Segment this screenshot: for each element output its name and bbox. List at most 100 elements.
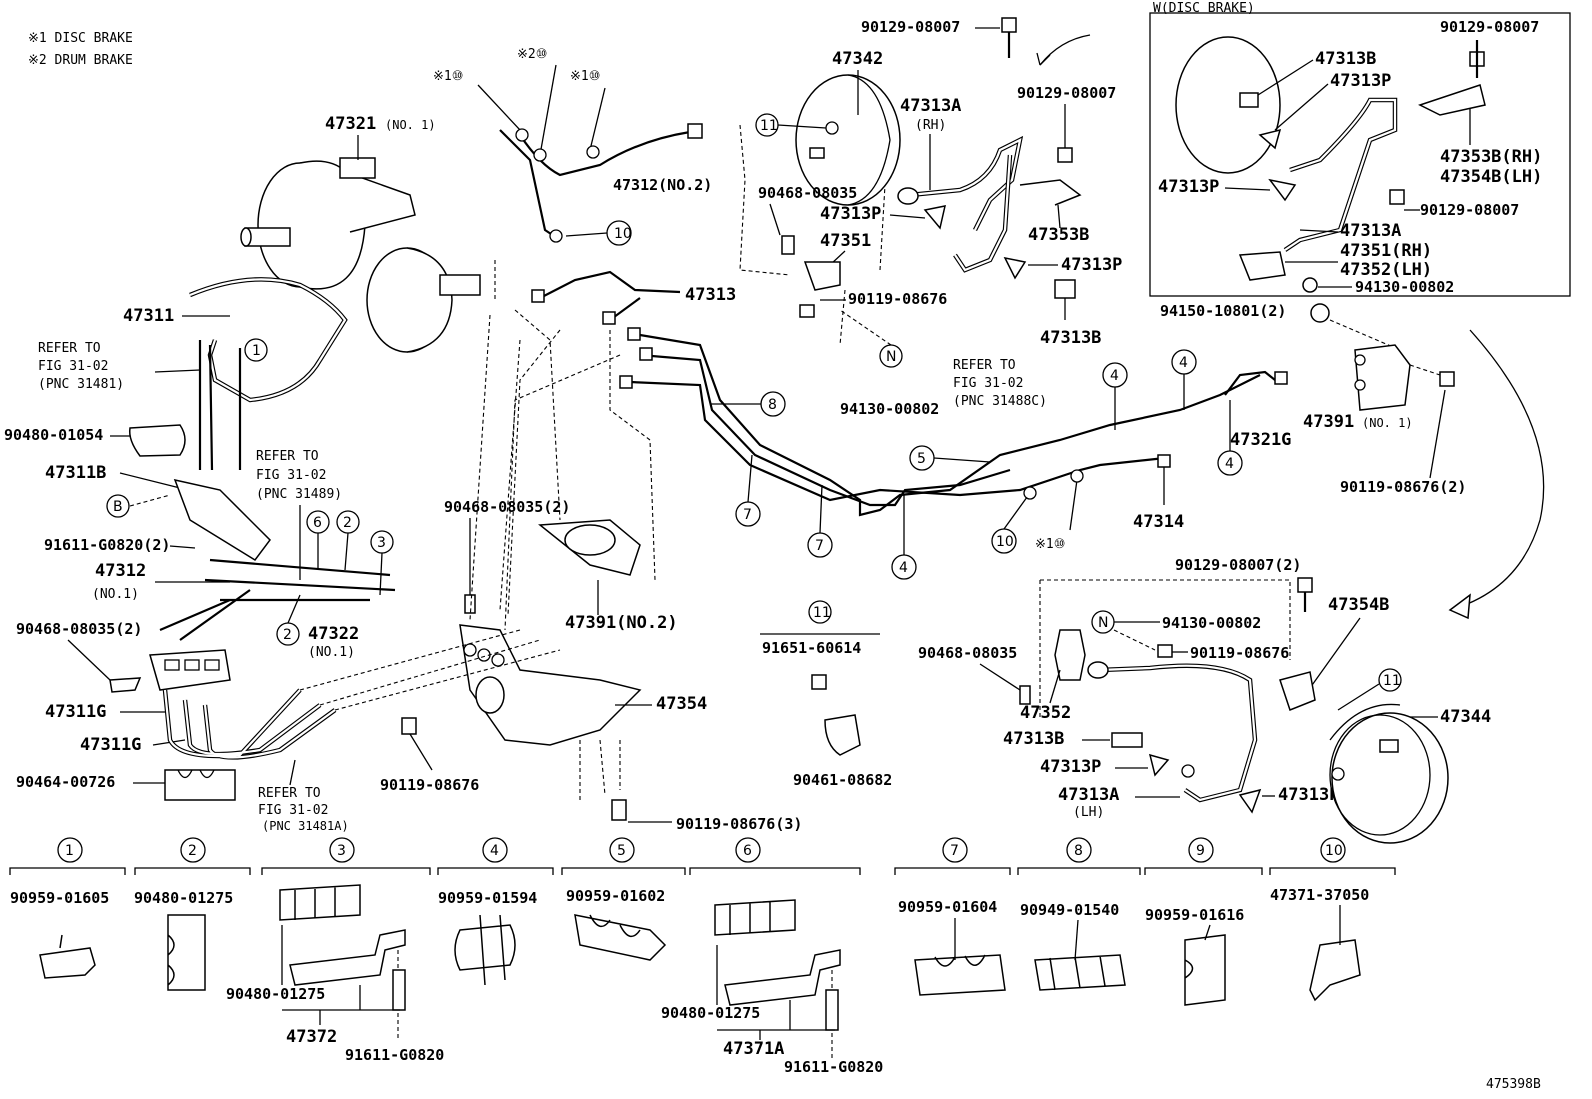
label-90468-08035-a: 90468-08035: [758, 184, 857, 202]
label-47391-no1-sub: (NO. 1): [1362, 416, 1413, 430]
clip-9-number: 9: [1196, 843, 1205, 859]
inset-label-47313A: 47313A: [1340, 221, 1401, 241]
label-90480-01054: 90480-01054: [4, 426, 103, 444]
inset-label-90129-08007-a: 90129-08007: [1440, 18, 1539, 36]
svg-text:10: 10: [996, 534, 1014, 550]
svg-text:4: 4: [1110, 368, 1119, 384]
label-90468-08035-b: 90468-08035(2): [16, 620, 142, 638]
label-47321-sub: (NO. 1): [385, 118, 436, 132]
label-47354: 47354: [656, 694, 707, 714]
label-47311: 47311: [123, 306, 174, 326]
clip-3-assembly: 47372: [286, 1027, 337, 1047]
clip-6-number: 6: [743, 843, 752, 859]
rh-brake-disc-drawing: [795, 74, 901, 206]
callout-10-disc-b: ※1⑩: [570, 69, 600, 84]
label-47353B: 47353B: [1028, 225, 1089, 245]
label-47311B: 47311B: [45, 463, 106, 483]
inset-disc-drawing: [1175, 36, 1281, 174]
inset-label-47313P-a: 47313P: [1330, 71, 1391, 91]
legend-drum-brake: ※2 DRUM BRAKE: [28, 53, 133, 68]
label-47351: 47351: [820, 231, 871, 251]
inset-label-47352-lh: 47352(LH): [1340, 260, 1432, 280]
label-47313A-lh: 47313A: [1058, 785, 1119, 805]
label-90119-08676-b: 90119-08676(2): [1340, 478, 1466, 496]
label-90119-08676-e: 90119-08676(3): [676, 815, 802, 833]
clip-6-sub-part: 90480-01275: [661, 1004, 760, 1022]
label-47312-no1: 47312: [95, 561, 146, 581]
label-47311G-a: 47311G: [45, 702, 106, 722]
clip-8-part: 90949-01540: [1020, 901, 1119, 919]
label-94130-00802-b: 94130-00802: [1162, 614, 1261, 632]
label-47313A-rh-sub: (RH): [915, 118, 946, 133]
label-47354B: 47354B: [1328, 595, 1389, 615]
refer-4-line-2: FIG 31-02: [258, 803, 328, 818]
label-90461-08682: 90461-08682: [793, 771, 892, 789]
clip-3-bolt: 91611-G0820: [345, 1046, 444, 1064]
refer-3-line-3: (PNC 31489): [256, 487, 342, 502]
callout-10-disc-a: ※1⑩: [433, 69, 463, 84]
refer-2-line-1: REFER TO: [953, 358, 1016, 373]
refer-4-line-1: REFER TO: [258, 786, 321, 801]
label-47313A-lh-sub: (LH): [1073, 805, 1104, 820]
refer-2-line-2: FIG 31-02: [953, 376, 1023, 391]
svg-text:5: 5: [917, 451, 926, 467]
reservoir-drawing: [366, 247, 481, 353]
clip-2-part: 90480-01275: [134, 889, 233, 907]
clip-6-bolt: 91611-G0820: [784, 1058, 883, 1076]
label-47344: 47344: [1440, 707, 1491, 727]
label-90119-08676-d: 90119-08676: [380, 776, 479, 794]
inset-frame: [1149, 12, 1571, 297]
label-47321: 47321: [325, 114, 376, 134]
callout-10-disc-c: ※1⑩: [1035, 537, 1065, 552]
inset-label-47313B: 47313B: [1315, 49, 1376, 69]
svg-text:1: 1: [252, 343, 261, 359]
svg-text:3: 3: [377, 535, 386, 551]
label-91611-G0820-a: 91611-G0820(2): [44, 536, 170, 554]
callout-10-drum: ※2⑩: [517, 47, 547, 62]
label-47312-no1-sub: (NO.1): [92, 587, 139, 602]
inset-title: W(DISC BRAKE): [1153, 1, 1255, 16]
svg-text:4: 4: [899, 560, 908, 576]
clip-5-part: 90959-01602: [566, 887, 665, 905]
clip-10-part: 47371-37050: [1270, 886, 1369, 904]
label-47313P-d: 47313P: [1278, 785, 1339, 805]
svg-text:N: N: [1098, 615, 1108, 631]
svg-text:7: 7: [815, 538, 824, 554]
label-90129-08007-b: 90129-08007: [1017, 84, 1116, 102]
label-47313P-c: 47313P: [1040, 757, 1101, 777]
label-47313: 47313: [685, 285, 736, 305]
label-47322: 47322: [308, 624, 359, 644]
clip-7-part: 90959-01604: [898, 898, 997, 916]
label-90468-08035-c: 90468-08035(2): [444, 498, 570, 516]
clip-legend: 1 2 3 4 5 6 7 8 9 10 90959-01605 90480-0…: [9, 837, 1396, 1076]
svg-text:10: 10: [614, 226, 632, 242]
label-47313P-b: 47313P: [1061, 255, 1122, 275]
label-90129-08007-c: 90129-08007(2): [1175, 556, 1301, 574]
clip-8-number: 8: [1074, 843, 1083, 859]
refer-1-line-2: FIG 31-02: [38, 359, 108, 374]
label-47342: 47342: [832, 49, 883, 69]
svg-text:2: 2: [343, 515, 352, 531]
refer-3-line-1: REFER TO: [256, 449, 319, 464]
label-90119-08676-c: 90119-08676: [1190, 644, 1289, 662]
clip-7-number: 7: [950, 843, 959, 859]
clip-2-number: 2: [188, 843, 197, 859]
label-47314: 47314: [1133, 512, 1184, 532]
label-47352: 47352: [1020, 703, 1071, 723]
label-47321G: 47321G: [1230, 430, 1291, 450]
refer-2-line-3: (PNC 31488C): [953, 394, 1047, 409]
clip-6-assembly: 47371A: [723, 1039, 784, 1059]
clip-4-part: 90959-01594: [438, 889, 537, 907]
inset-label-47353B-rh: 47353B(RH): [1440, 147, 1542, 167]
inset-label-90129-08007-b: 90129-08007: [1420, 201, 1519, 219]
refer-1-line-1: REFER TO: [38, 341, 101, 356]
svg-text:B: B: [113, 499, 123, 515]
label-90129-08007-a: 90129-08007: [861, 18, 960, 36]
svg-text:N: N: [886, 349, 896, 365]
svg-text:11: 11: [813, 605, 831, 621]
label-90119-08676-a: 90119-08676: [848, 290, 947, 308]
brake-booster-drawing: [240, 157, 416, 290]
label-47311G-b: 47311G: [80, 735, 141, 755]
svg-text:4: 4: [1225, 456, 1234, 472]
